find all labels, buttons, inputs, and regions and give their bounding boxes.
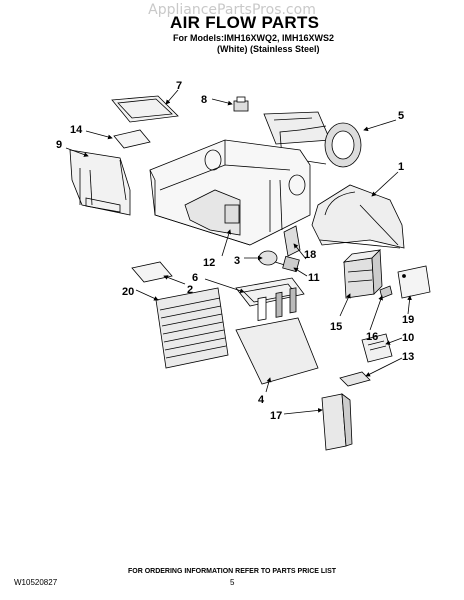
- callout-5: 5: [398, 110, 404, 122]
- callout-15: 15: [330, 321, 342, 333]
- model-finishes: (White) (Stainless Steel): [217, 44, 320, 54]
- model-numbers: For Models:IMH16XWQ2, IMH16XWS2: [173, 33, 335, 43]
- callout-16: 16: [366, 331, 378, 343]
- part-circuit-board: [397, 265, 431, 299]
- callout-3: 3: [234, 255, 240, 267]
- callout-20: 20: [122, 286, 134, 298]
- callout-10: 10: [402, 332, 414, 344]
- model-list: For Models:IMH16XWQ2, IMH16XWS2 (White) …: [173, 33, 334, 55]
- part-label-plate: [361, 333, 393, 363]
- part-left-duct: [69, 149, 131, 216]
- callout-7: 7: [176, 80, 182, 92]
- callout-19: 19: [402, 314, 414, 326]
- callout-18: 18: [304, 249, 316, 261]
- callout-12: 12: [203, 257, 215, 269]
- callout-14: 14: [70, 124, 83, 136]
- part-bracket: [283, 225, 301, 257]
- part-plate: [113, 129, 151, 149]
- callout-17: 17: [270, 410, 282, 422]
- callout-1: 1: [398, 161, 404, 173]
- part-filter-panel: [111, 95, 179, 123]
- watermark: AppliancePartsPros.com: [148, 2, 316, 18]
- callout-2: 2: [187, 284, 193, 296]
- part-vent-panel: [235, 287, 319, 385]
- ordering-info: FOR ORDERING INFORMATION REFER TO PARTS …: [127, 568, 337, 575]
- part-air-duct: [311, 184, 405, 249]
- page-number: 5: [230, 578, 235, 587]
- callout-13: 13: [402, 351, 414, 363]
- part-vent-grille: [155, 287, 229, 369]
- callout-4: 4: [258, 394, 265, 406]
- part-thermostat: [233, 96, 249, 112]
- part-duct-piece: [321, 393, 353, 451]
- part-blower-motor: [263, 111, 362, 168]
- part-transformer: [342, 249, 383, 299]
- callout-numbers: 7 8 5 14 9 1 12 3 18 11 6 2 20 15 16 19 …: [56, 80, 414, 422]
- part-cover-plate: [131, 261, 173, 283]
- callout-9: 9: [56, 139, 62, 151]
- page-title: AIR FLOW PARTS: [170, 13, 320, 32]
- callout-leaders: [65, 89, 412, 415]
- part-small-bracket: [339, 371, 371, 387]
- callout-8: 8: [201, 94, 207, 106]
- callout-6: 6: [192, 272, 198, 284]
- part-main-cabinet: [149, 139, 311, 246]
- callout-11: 11: [308, 272, 320, 284]
- document-number: W10520827: [14, 578, 58, 587]
